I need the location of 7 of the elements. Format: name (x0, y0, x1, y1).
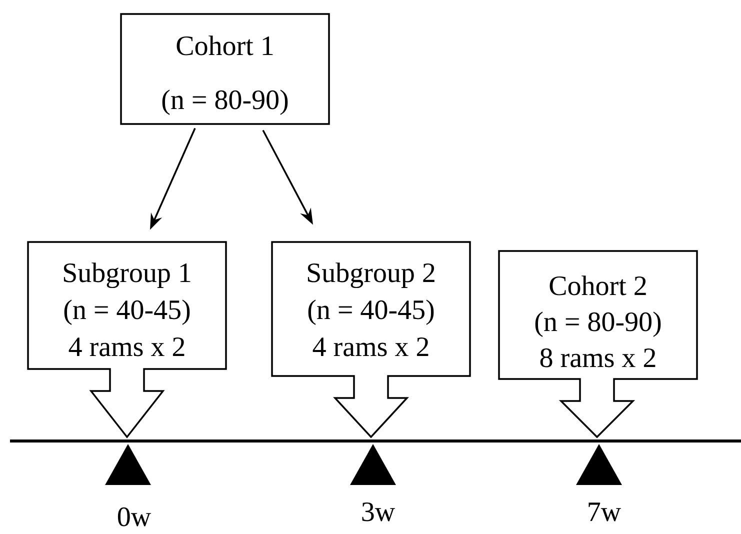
week-label: 3w (362, 502, 395, 522)
week-label: 0w (118, 507, 151, 526)
callout-box: Cohort 2 (n = 80-90) 8 rams x 2 (498, 250, 698, 438)
callout-box: Subgroup 2 (n = 40-45) 4 rams x 2 (271, 241, 471, 438)
callout-box: Subgroup 1 (n = 40-45) 4 rams x 2 (27, 241, 227, 438)
cohort-box: Cohort 1 (n = 80-90) (120, 13, 330, 125)
week-label: 7w (588, 502, 621, 522)
